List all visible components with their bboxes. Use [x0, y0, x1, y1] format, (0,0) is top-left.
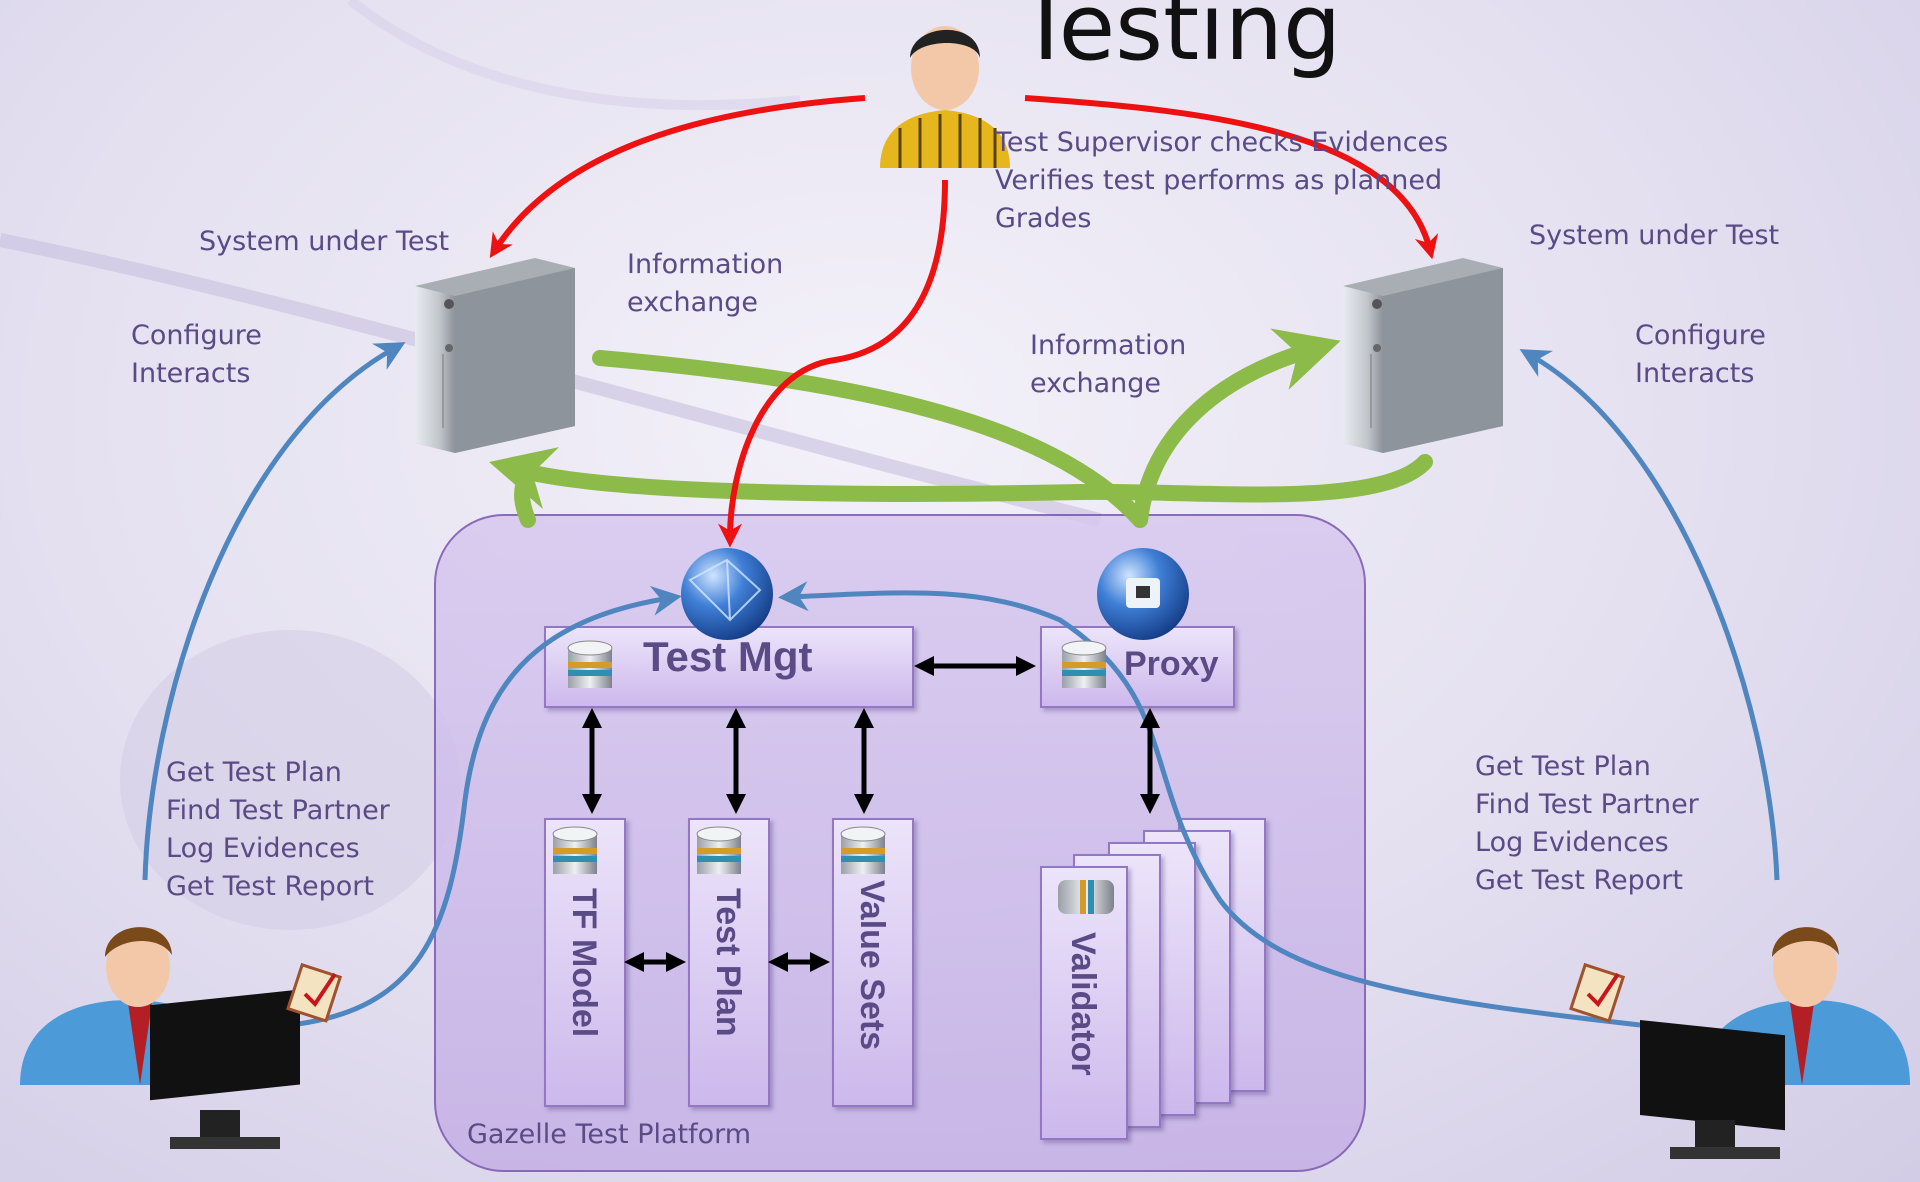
- right-task-2: Find Test Partner: [1475, 789, 1699, 820]
- right-task-1: Get Test Plan: [1475, 751, 1651, 782]
- left-task-1: Get Test Plan: [166, 757, 342, 788]
- supervisor-avatar: [880, 26, 1010, 168]
- clipboard-icon-left: [286, 962, 343, 1023]
- test-plan-label: Test Plan: [709, 888, 747, 1037]
- exchange-arrow-left-to-proxy: [592, 350, 1148, 528]
- supervisor-arrows: [489, 95, 1439, 548]
- supervisor-text-line-1: Test Supervisor checks Evidences: [995, 127, 1449, 158]
- user-arrow-right-testmgt: [778, 581, 1641, 1028]
- test-mgt-globe-icon: [681, 548, 773, 640]
- left-configure-line-1: Configure: [131, 320, 262, 351]
- left-task-3: Log Evidences: [166, 833, 360, 864]
- user-arrow-left-testmgt: [289, 585, 682, 1028]
- internal-arrows: [582, 656, 1160, 972]
- platform-label: Gazelle Test Platform: [467, 1119, 752, 1150]
- right-sut-label: System under Test: [1529, 220, 1780, 251]
- right-task-3: Log Evidences: [1475, 827, 1669, 858]
- user-arrows: [142, 342, 1780, 1028]
- exchange-arrow-stub: [514, 466, 536, 528]
- value-sets-label: Value Sets: [853, 880, 891, 1051]
- database-icon: [696, 826, 742, 874]
- server-icon-right: [1343, 258, 1503, 453]
- user-avatar-right: [1640, 927, 1910, 1159]
- validator-label: Validator: [1064, 932, 1102, 1076]
- supervisor-arrow-left-sut: [489, 95, 866, 259]
- database-icon: [1061, 640, 1107, 688]
- supervisor-text-line-3: Grades: [995, 203, 1092, 234]
- information-exchange-arrows: [489, 328, 1433, 528]
- supervisor-text-line-2: Verifies test performs as planned: [995, 165, 1443, 196]
- clipboard-icon-right: [1569, 962, 1626, 1023]
- proxy-globe-icon: [1097, 548, 1189, 640]
- left-configure-line-2: Interacts: [131, 358, 251, 389]
- proxy-label: Proxy: [1124, 645, 1219, 683]
- exchange-arrow-right-to-left: [489, 447, 1433, 510]
- server-icon-left: [415, 258, 575, 453]
- user-avatar-left: [20, 927, 300, 1149]
- left-info-line-2: exchange: [627, 287, 759, 318]
- globe-watermark: [120, 630, 460, 930]
- right-configure-line-1: Configure: [1635, 320, 1766, 351]
- database-icon: [552, 826, 598, 874]
- left-task-4: Get Test Report: [166, 871, 374, 902]
- page-title: Testing: [1018, 0, 1342, 81]
- user-arrow-left-configure: [142, 342, 406, 881]
- user-arrow-right-configure: [1519, 349, 1780, 881]
- right-info-line-2: exchange: [1030, 368, 1162, 399]
- right-configure-line-2: Interacts: [1635, 358, 1755, 389]
- left-task-2: Find Test Partner: [166, 795, 390, 826]
- database-icon: [840, 826, 886, 874]
- database-icon: [567, 640, 613, 688]
- right-info-line-1: Information: [1030, 330, 1187, 361]
- tf-model-label: TF Model: [565, 888, 603, 1038]
- right-task-4: Get Test Report: [1475, 865, 1683, 896]
- supervisor-arrow-right-sut: [1024, 95, 1439, 260]
- supervisor-arrow-test-mgt: [718, 179, 948, 548]
- test-mgt-label: Test Mgt: [643, 633, 813, 680]
- database-icon: [1058, 880, 1114, 914]
- left-info-line-1: Information: [627, 249, 784, 280]
- left-sut-label: System under Test: [199, 226, 450, 257]
